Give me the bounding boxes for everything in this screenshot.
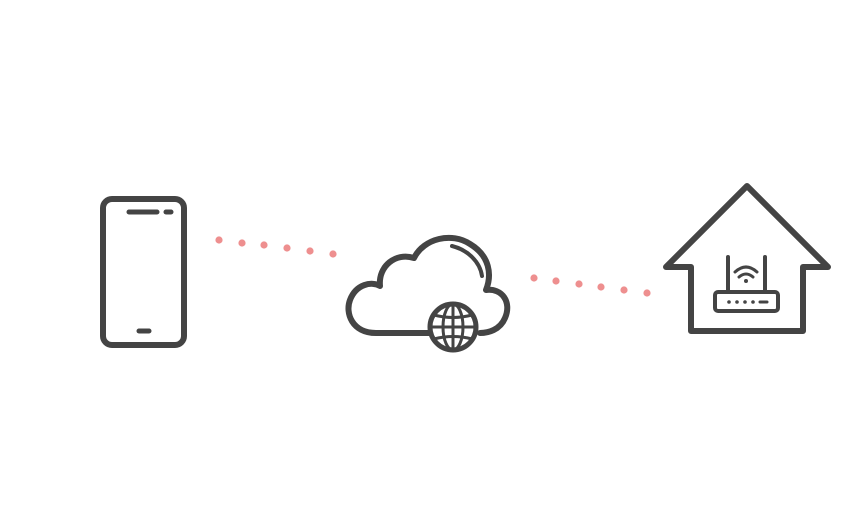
connector-dot (575, 280, 583, 288)
house-router-icon (663, 183, 831, 334)
connector-dot (238, 239, 246, 247)
router-icon (713, 255, 780, 313)
connector-phone-cloud (215, 236, 337, 258)
connector-dot (329, 250, 337, 258)
connector-dot (597, 283, 605, 291)
globe-icon (427, 301, 479, 353)
connector-dot (552, 277, 560, 285)
smartphone-icon (100, 196, 187, 348)
connector-dot (283, 244, 291, 252)
wifi-icon (733, 265, 759, 283)
connector-dot (306, 247, 314, 255)
connector-dot (260, 241, 268, 249)
connector-dot (643, 289, 651, 297)
connector-dot (530, 274, 538, 282)
connector-cloud-home (530, 274, 651, 297)
connector-dot (620, 286, 628, 294)
cloud-globe-icon (345, 234, 511, 353)
connector-dot (215, 236, 223, 244)
